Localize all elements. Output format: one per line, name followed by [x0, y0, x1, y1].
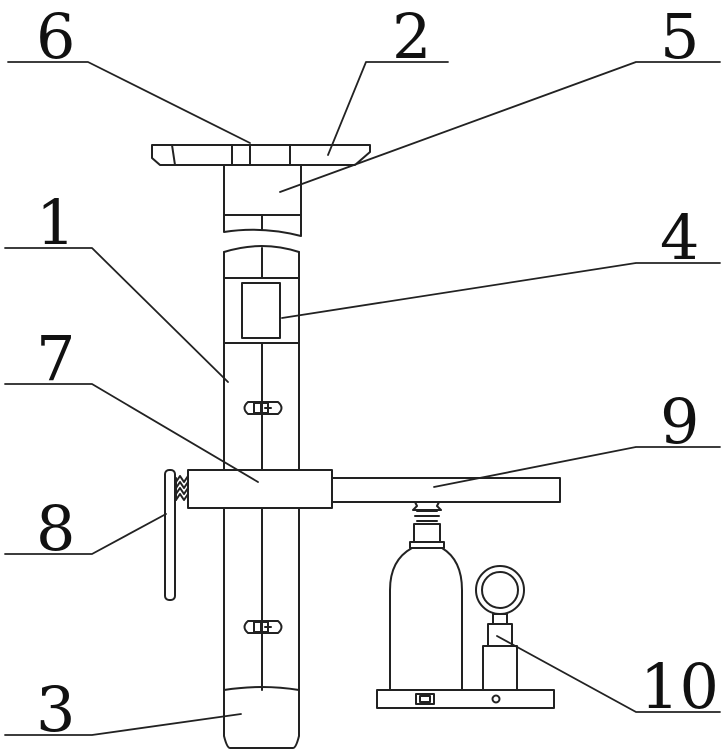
- callout-6: 6: [36, 0, 75, 73]
- hydraulic-jack: [390, 502, 462, 690]
- leader-7: [5, 384, 258, 482]
- callout-10: 10: [640, 650, 719, 723]
- leader-4: [282, 263, 720, 318]
- base-plate: [377, 690, 554, 708]
- leader-8: [5, 514, 166, 554]
- leader-6: [8, 62, 250, 143]
- callout-4: 4: [660, 201, 699, 274]
- callout-9: 9: [660, 385, 699, 458]
- callout-5: 5: [660, 0, 699, 73]
- top-sleeve: [224, 165, 301, 236]
- callout-8: 8: [36, 492, 75, 565]
- leader-5: [280, 62, 720, 192]
- callout-labels: 6 2 5 1 4 7 9 8 3 10: [36, 0, 719, 746]
- leader-2: [328, 62, 448, 155]
- pressure-gauge: [476, 566, 524, 690]
- horizontal-arm: [332, 478, 560, 502]
- upper-block: [224, 278, 299, 343]
- callout-1: 1: [36, 186, 75, 259]
- bottom-foot: [224, 687, 299, 748]
- screw-knob: [165, 470, 188, 600]
- top-handle-bar: [152, 145, 370, 165]
- callout-7: 7: [36, 322, 75, 395]
- leader-lines: [5, 62, 720, 735]
- sliding-collar: [188, 470, 332, 508]
- callout-3: 3: [36, 673, 75, 746]
- callout-2: 2: [392, 0, 431, 73]
